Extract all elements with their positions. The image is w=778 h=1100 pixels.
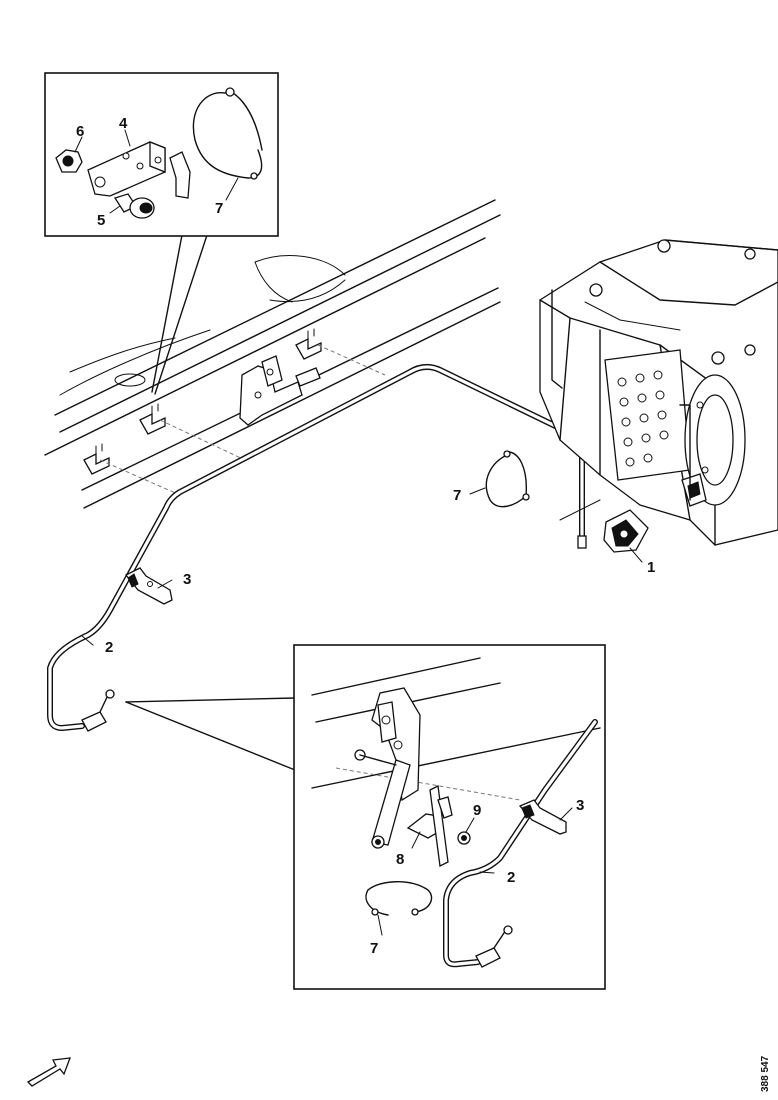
rail-clips: [83, 328, 386, 496]
callout-leaders: [81, 487, 643, 646]
inset-top-callout-5: 5: [97, 212, 105, 229]
detail-inset-bottom: [125, 644, 606, 990]
control-valve: [603, 509, 649, 553]
inset-bottom-callout-9: 9: [473, 802, 481, 819]
callout-3: 3: [183, 571, 191, 588]
inset-top-callout-4: 4: [119, 115, 128, 132]
inset-bottom-callout-7: 7: [370, 940, 378, 957]
pipe-clamp: [124, 567, 173, 605]
chassis-frame: [44, 199, 501, 509]
inset-bottom-callout-3: 3: [576, 797, 584, 814]
callout-2: 2: [105, 639, 113, 656]
callout-1: 1: [647, 559, 655, 576]
drawing-reference-number: 388 547: [760, 1055, 771, 1092]
mounting-bracket: [239, 355, 321, 426]
forward-direction-arrow-icon: [26, 1057, 71, 1087]
inset-bottom-callout-2: 2: [507, 869, 515, 886]
inset-top-callout-6: 6: [76, 123, 84, 140]
inset-bottom-callout-8: 8: [396, 851, 404, 868]
detail-inset-top: [44, 72, 279, 395]
callout-7: 7: [453, 487, 461, 504]
callout-labels: 1 2 3 7 4 5 6 7 2 3 7 8 9: [76, 115, 655, 957]
hose-clip-ring: [485, 450, 530, 508]
equipment-housing: [539, 239, 778, 546]
inset-top-callout-7: 7: [215, 200, 223, 217]
